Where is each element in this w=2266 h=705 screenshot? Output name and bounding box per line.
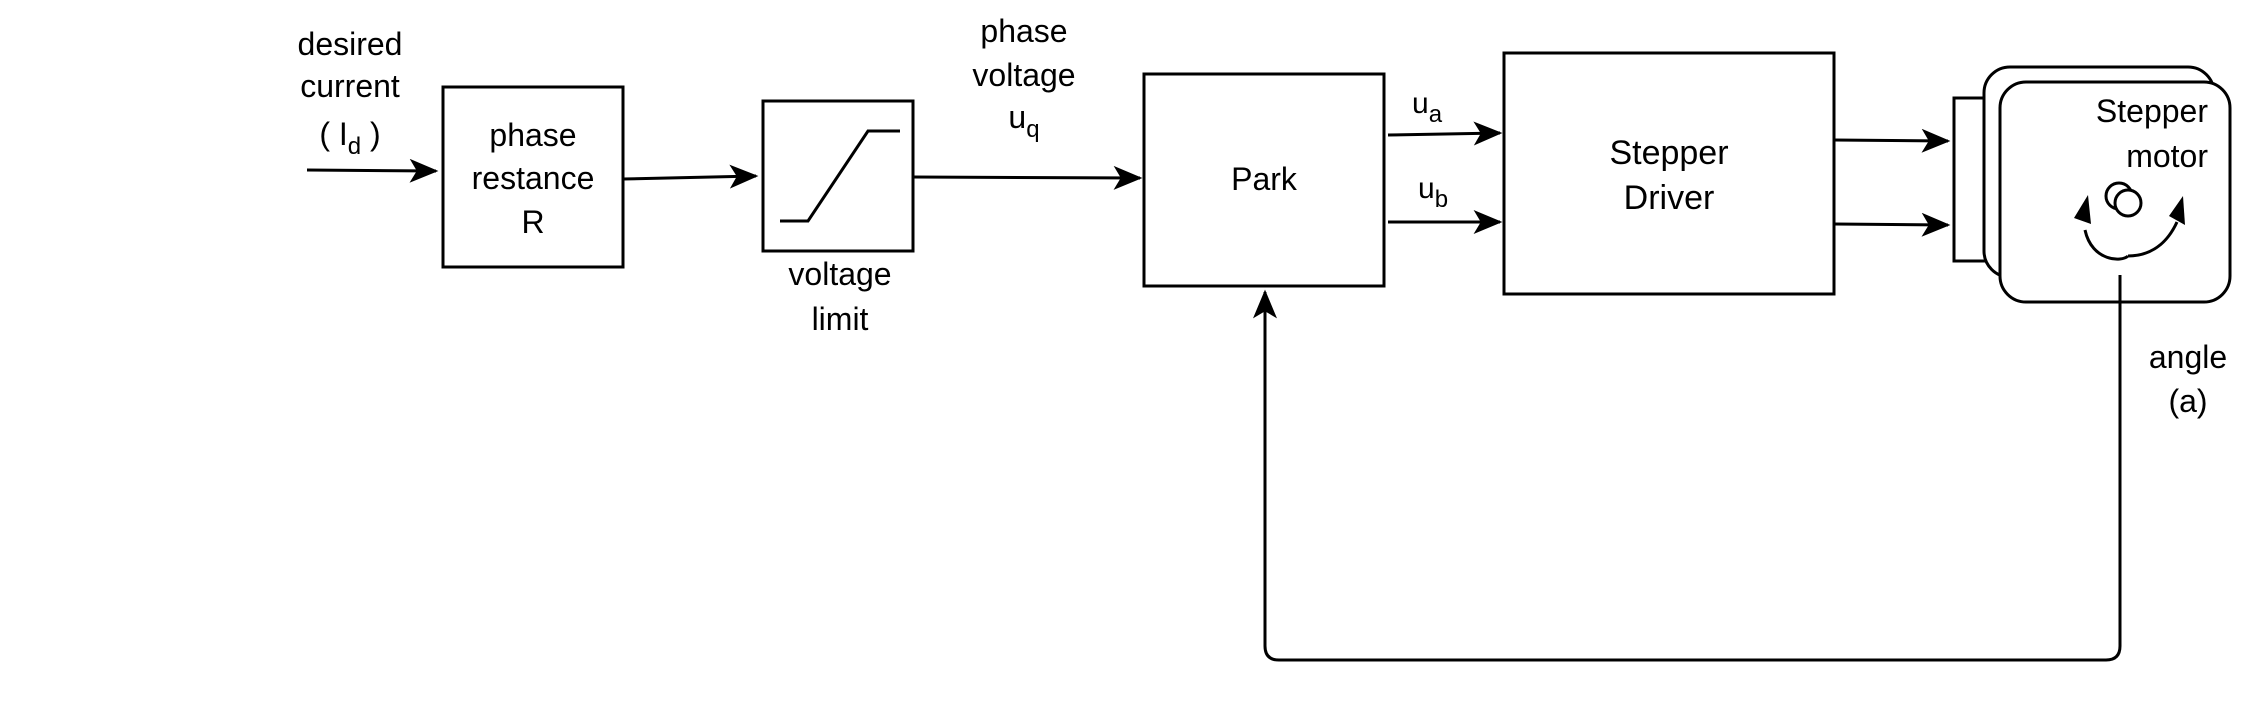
phase-voltage-line2: voltage: [972, 57, 1075, 93]
input-symbol: I: [339, 116, 348, 152]
voltage-limit-line2: limit: [812, 301, 869, 337]
input-label: desired current ( Id ): [298, 26, 403, 160]
stepper-driver-box: [1502, 51, 1836, 296]
ua-label: ua: [1412, 87, 1443, 128]
stepper-motor-line1: Stepper: [2096, 93, 2208, 129]
voltage-limit-line1: voltage: [788, 256, 891, 292]
park-box: [1142, 72, 1386, 288]
stepper-driver-line2: Driver: [1624, 179, 1715, 217]
phase-resistance-line1: phase: [489, 117, 576, 153]
rotation-arc-right: [2127, 221, 2179, 258]
angle-label-line2: (a): [2168, 383, 2207, 419]
uq-symbol: u: [1008, 99, 1026, 135]
phase-voltage-line1: phase: [980, 13, 1067, 49]
ua-arrow: [1387, 121, 1503, 146]
stepper-driver-block: Stepper Driver: [1502, 51, 1836, 296]
phase-resistance-line3: R: [521, 204, 544, 240]
stepper-motor-line2: motor: [2126, 138, 2208, 174]
angle-feedback-path: [1253, 275, 2122, 662]
park-block: Park: [1142, 72, 1386, 288]
phase-resistance-block: phase restance R: [441, 85, 625, 269]
input-label-line2: current: [300, 68, 400, 104]
phase-voltage-label: phase voltage uq: [972, 13, 1075, 143]
shaft-circle-front: [2113, 188, 2143, 218]
input-paren-close: ): [361, 116, 381, 152]
ub-label: ub: [1418, 172, 1448, 213]
input-arrow: [306, 158, 439, 183]
phase-voltage-symbol: uq: [1008, 99, 1039, 143]
stepper-motor-block: Stepper motor: [1952, 65, 2232, 304]
phase-resistance-box: [441, 85, 625, 269]
driver-to-motor-arrow-top: [1833, 128, 1951, 153]
rotation-icon: [2074, 181, 2185, 261]
saturation-curve-icon: [780, 129, 900, 223]
stepper-driver-line1: Stepper: [1609, 134, 1728, 172]
input-paren-open: (: [319, 116, 339, 152]
angle-label-line1: angle: [2149, 339, 2227, 375]
uq-subscript: q: [1026, 116, 1039, 143]
limit-to-park-arrow: [912, 165, 1143, 190]
ua-subscript: a: [1429, 101, 1443, 128]
input-current-symbol: ( Id ): [319, 116, 380, 160]
ub-symbol: u: [1418, 172, 1435, 205]
motor-terminal-plate: [1952, 96, 1990, 263]
rotation-arrow-left-icon: [2074, 195, 2091, 224]
ub-subscript: b: [1435, 186, 1448, 213]
resistance-to-limit-arrow: [622, 164, 759, 189]
input-label-line1: desired: [298, 26, 403, 62]
driver-to-motor-arrow-bottom: [1833, 212, 1951, 237]
rotation-arc-left: [2083, 229, 2130, 261]
phase-resistance-line2: restance: [472, 160, 595, 196]
voltage-limit-block: voltage limit: [761, 99, 915, 337]
ua-symbol: u: [1412, 87, 1429, 120]
park-label: Park: [1231, 161, 1298, 197]
input-subscript: d: [348, 133, 361, 160]
rotation-arrow-right-icon: [2169, 196, 2185, 225]
